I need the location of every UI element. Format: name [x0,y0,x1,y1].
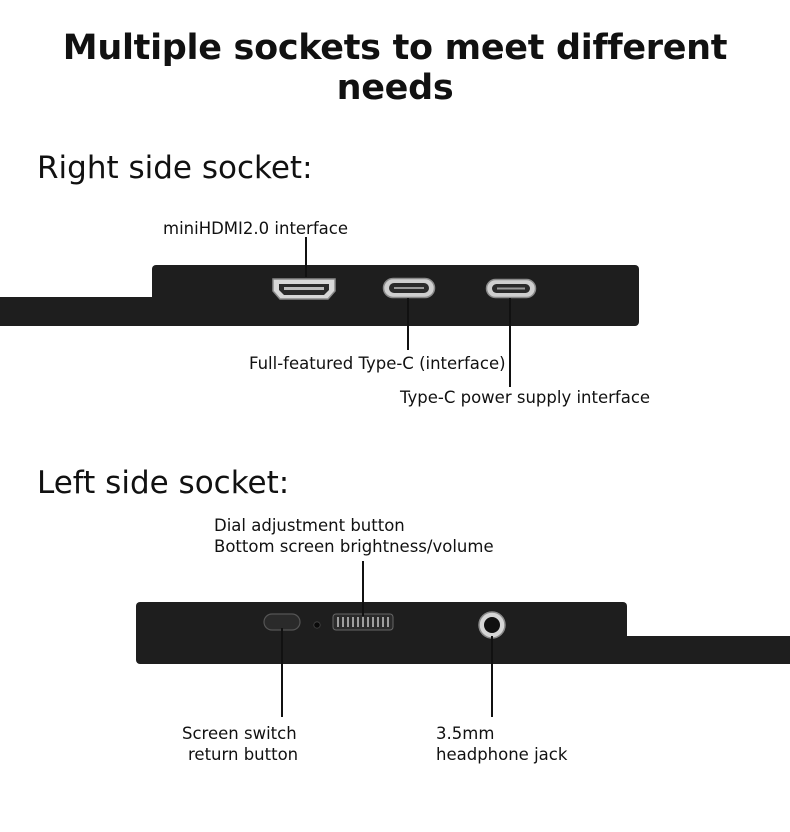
right-side-heading: Right side socket: [37,150,313,186]
left-device-edge [136,602,627,664]
type-c-port-icon [382,277,436,299]
dial-wheel-icon [332,613,394,631]
jack-label-line1: 3.5mm [436,724,495,743]
switch-label-line2: return button [188,745,299,764]
mini-hdmi-label: miniHDMI2.0 interface [163,219,348,238]
power-type-c-label: Type-C power supply interface [400,388,651,407]
dial-label-line2: Bottom screen brightness/volume [214,537,494,556]
mini-hdmi-leader [305,237,307,277]
switch-label-line1: Screen switch [182,724,297,743]
dial-leader [362,561,364,616]
switch-leader [281,628,283,717]
left-side-heading: Left side socket: [37,465,290,501]
jack-label-line2: headphone jack [436,745,568,764]
type-c-power-port-icon [485,278,537,299]
full-type-c-leader [407,298,409,350]
left-device-tail [620,636,790,664]
full-type-c-label: Full-featured Type-C (interface) [249,354,506,373]
power-type-c-leader [509,298,511,387]
page-title: Multiple sockets to meet different needs [62,28,728,108]
indicator-dot-icon [313,621,321,629]
dial-label-line1: Dial adjustment button [214,516,405,535]
jack-leader [491,636,493,717]
mini-hdmi-port-icon [272,278,336,300]
right-device-tail [0,297,160,326]
